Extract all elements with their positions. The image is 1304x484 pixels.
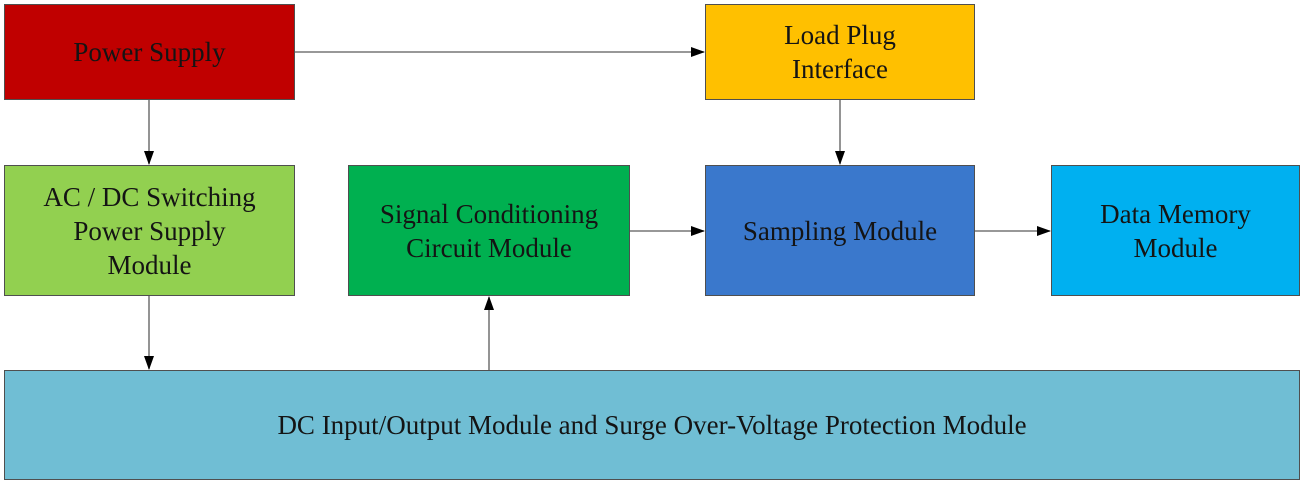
signal-conditioning-block: Signal Conditioning Circuit Module bbox=[348, 165, 630, 296]
acdc-switching-power-supply-block: AC / DC Switching Power Supply Module bbox=[4, 165, 295, 296]
sampling-module-block: Sampling Module bbox=[705, 165, 975, 296]
power-supply-block: Power Supply bbox=[4, 4, 295, 100]
load-plug-interface-block: Load Plug Interface bbox=[705, 4, 975, 100]
dc-io-protection-block: DC Input/Output Module and Surge Over-Vo… bbox=[4, 370, 1300, 480]
data-memory-block: Data Memory Module bbox=[1051, 165, 1300, 296]
